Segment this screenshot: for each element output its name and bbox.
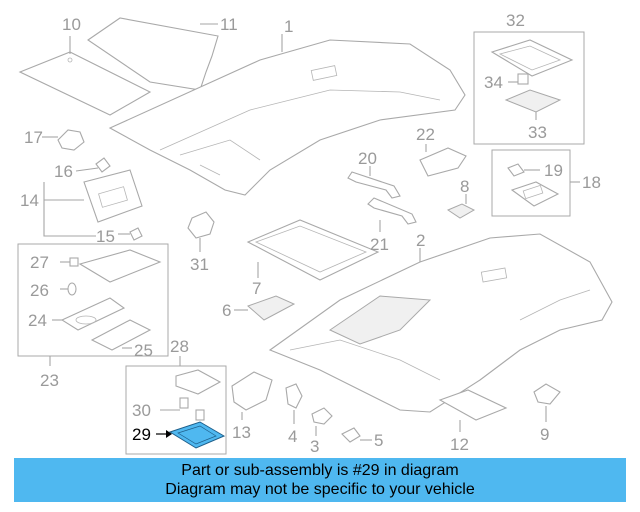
part-26-switch[interactable] [60, 282, 77, 296]
part-8-pad[interactable] [446, 194, 476, 219]
callout-17: 17 [24, 128, 43, 147]
part-12-pad[interactable] [438, 389, 508, 432]
group-32-box [473, 31, 585, 145]
part-1-headliner[interactable] [108, 34, 466, 196]
part-7-sunroof-seal[interactable] [246, 219, 380, 281]
part-14-sun-visor[interactable] [43, 169, 143, 237]
part-34-bulb[interactable] [508, 73, 529, 85]
part-4-clip[interactable] [285, 383, 303, 424]
callout-25: 25 [134, 341, 153, 360]
callout-32: 32 [506, 11, 525, 30]
callout-29: 29 [132, 425, 151, 444]
callout-16: 16 [54, 162, 73, 181]
banner-line-1: Part or sub-assembly is #29 in diagram [181, 462, 459, 479]
part-31-bulb-socket[interactable] [187, 211, 215, 252]
part-19-bulb[interactable] [507, 163, 540, 177]
callout-30: 30 [132, 401, 151, 420]
callout-18: 18 [582, 173, 601, 192]
group-18-box [491, 149, 580, 217]
callout-22: 22 [416, 125, 435, 144]
callout-12: 12 [450, 435, 469, 454]
callout-26: 26 [30, 281, 49, 300]
part-10-insulation-pad[interactable] [18, 36, 152, 116]
callout-9: 9 [540, 425, 549, 444]
part-20-grab-handle[interactable] [347, 166, 401, 199]
part-15-visor-clip[interactable] [118, 227, 143, 241]
callout-21: 21 [370, 235, 389, 254]
banner-line-2: Diagram may not be specific to your vehi… [165, 481, 475, 498]
part-28-lamp-housing[interactable] [175, 369, 222, 395]
callout-31: 31 [190, 255, 209, 274]
callout-labels: 1 2 3 4 5 6 7 8 9 10 11 12 13 14 15 16 1… [20, 11, 601, 456]
callout-11: 11 [220, 15, 238, 34]
callout-1: 1 [284, 17, 293, 36]
callout-8: 8 [460, 177, 469, 196]
callout-27: 27 [30, 253, 49, 272]
part-13-cover[interactable] [231, 371, 273, 420]
part-32-console-base[interactable] [490, 39, 574, 77]
callout-28: 28 [170, 337, 189, 356]
callout-2: 2 [416, 231, 425, 250]
part-21-grab-handle[interactable] [367, 197, 417, 232]
part-6-pad[interactable] [234, 295, 296, 321]
part-2-headliner[interactable] [268, 233, 613, 413]
part-22-bracket[interactable] [419, 144, 467, 177]
callout-20: 20 [358, 149, 377, 168]
callout-5: 5 [374, 431, 383, 450]
part-27-lens[interactable] [60, 257, 79, 267]
part-24-map-lamp[interactable] [52, 249, 162, 331]
callout-3: 3 [310, 437, 319, 456]
part-30-bulb[interactable] [160, 397, 205, 421]
parts-diagram: 1 2 3 4 5 6 7 8 9 10 11 12 13 14 15 16 1… [17, 11, 613, 456]
callout-23: 23 [40, 371, 59, 390]
callout-24: 24 [28, 311, 47, 330]
callout-34: 34 [484, 73, 503, 92]
part-17-clip[interactable] [42, 129, 85, 151]
part-3-clip[interactable] [311, 407, 333, 436]
callout-33: 33 [528, 123, 547, 142]
part-5-clip[interactable] [341, 427, 372, 443]
part-33-lens[interactable] [504, 89, 562, 120]
callout-19: 19 [544, 161, 563, 180]
callout-7: 7 [252, 279, 261, 298]
callout-13: 13 [232, 423, 251, 442]
part-25-lens-cover[interactable] [90, 319, 152, 351]
group-23-box [17, 243, 169, 366]
callout-10: 10 [62, 15, 81, 34]
callout-4: 4 [288, 427, 297, 446]
group-28-box [125, 356, 227, 455]
callout-6: 6 [222, 301, 231, 320]
callout-14: 14 [20, 191, 39, 210]
info-banner: Part or sub-assembly is #29 in diagram D… [14, 458, 626, 502]
part-18-dome-lamp[interactable] [510, 181, 560, 207]
callout-15: 15 [96, 227, 115, 246]
part-9-clip[interactable] [533, 383, 561, 422]
part-29-lens[interactable] [156, 421, 226, 449]
part-16-visor-holder[interactable] [75, 157, 111, 173]
part-11-insulation-pad[interactable] [87, 17, 219, 91]
